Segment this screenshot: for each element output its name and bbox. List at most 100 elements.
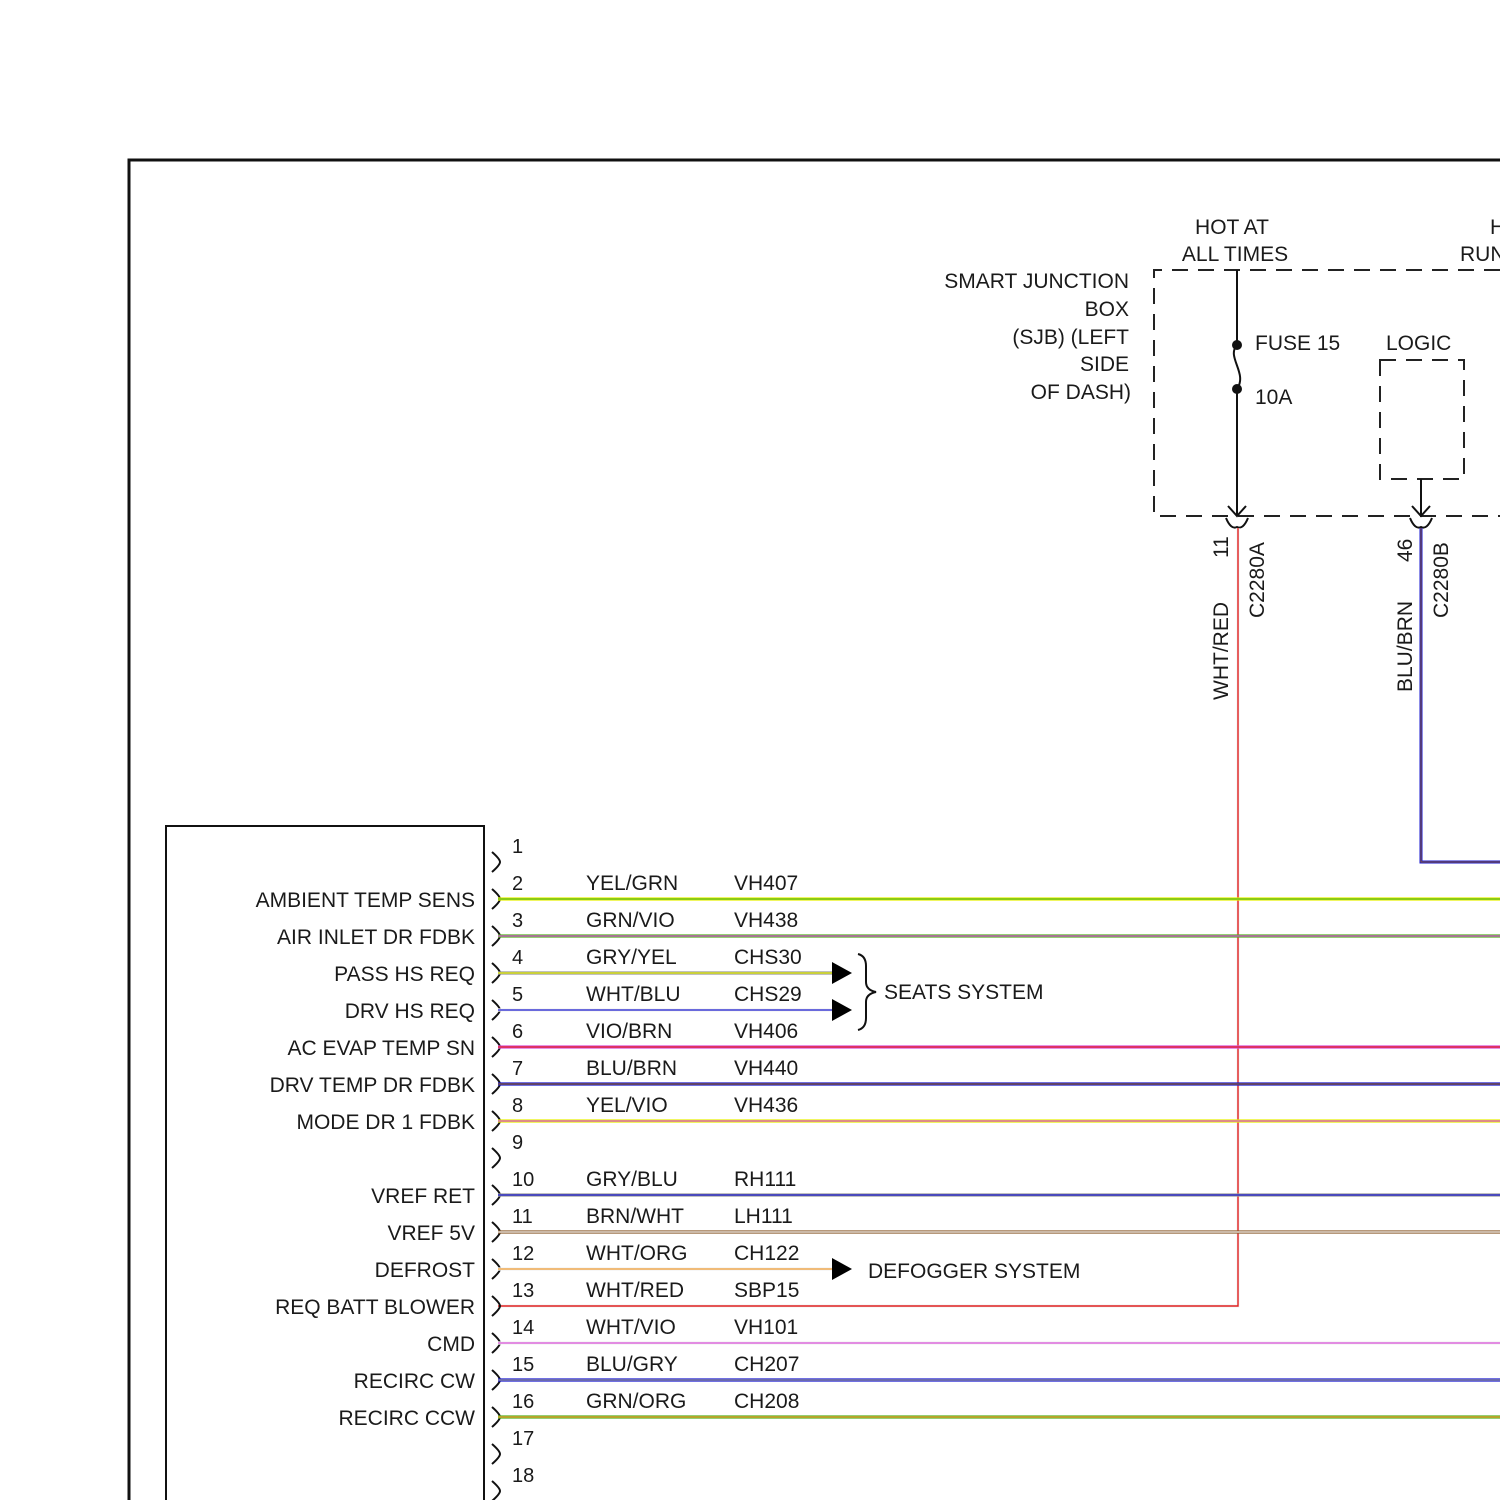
- pin-number: 6: [512, 1021, 523, 1043]
- pin-label: AIR INLET DR FDBK: [277, 926, 475, 949]
- connector-a-pin: 11: [1210, 536, 1233, 558]
- wire-color-code: BLU/GRY: [586, 1353, 678, 1376]
- connector-b-wire-color: BLU/BRN: [1394, 601, 1417, 692]
- pin-number: 12: [512, 1243, 534, 1265]
- defogger-system-label: DEFOGGER SYSTEM: [868, 1260, 1080, 1283]
- wire-color-code: WHT/VIO: [586, 1316, 676, 1339]
- pin-number: 13: [512, 1280, 534, 1302]
- connector-c2280a-symbol: [1226, 518, 1248, 528]
- sjb-label-line: OF DASH): [1031, 381, 1131, 404]
- module-pin-row: 12DEFROSTWHT/ORGCH122: [375, 1242, 852, 1282]
- sjb-label-line: SMART JUNCTION: [944, 270, 1129, 293]
- pin-number: 4: [512, 947, 523, 969]
- wire-color-code: WHT/RED: [586, 1279, 684, 1302]
- connector-a-name: C2280A: [1246, 542, 1269, 618]
- connector-a-wire-color: WHT/RED: [1210, 602, 1233, 700]
- sjb-label: SMART JUNCTION BOX (SJB) (LEFT SIDE OF D…: [944, 270, 1131, 404]
- circuit-number: VH407: [734, 872, 798, 895]
- pin-label: VREF 5V: [387, 1222, 475, 1245]
- logic-label: LOGIC: [1386, 332, 1451, 355]
- module-pin-row: 18: [492, 1465, 534, 1500]
- pin-number: 16: [512, 1391, 534, 1413]
- hot-at-label-line1: HOT AT: [1195, 216, 1269, 239]
- pin-number: 5: [512, 984, 523, 1006]
- module-pin-row: 1: [492, 836, 523, 872]
- hot-at-label-line2: ALL TIMES: [1182, 243, 1288, 266]
- pin-number: 18: [512, 1465, 534, 1487]
- pin-number: 9: [512, 1132, 523, 1154]
- pin-cavity-symbol: [492, 1444, 500, 1464]
- pin-number: 17: [512, 1428, 534, 1450]
- module-pin-row: 17: [492, 1428, 534, 1464]
- wire-color-code: BRN/WHT: [586, 1205, 684, 1228]
- pin-label: DRV HS REQ: [345, 1000, 475, 1023]
- arrow-icon: [832, 999, 852, 1021]
- hot-run-label-line2: RUN: [1460, 243, 1500, 266]
- wire-color-code: WHT/ORG: [586, 1242, 687, 1265]
- fuse-rating: 10A: [1255, 386, 1292, 409]
- wire-color-code: YEL/GRN: [586, 872, 678, 895]
- circuit-number: VH438: [734, 909, 798, 932]
- fuse-label: FUSE 15: [1255, 332, 1340, 355]
- circuit-number: CH208: [734, 1390, 799, 1413]
- pin-label: RECIRC CW: [354, 1370, 476, 1393]
- pin-label: REQ BATT BLOWER: [275, 1296, 475, 1319]
- pin-label: MODE DR 1 FDBK: [296, 1111, 475, 1134]
- wire-color-code: GRN/VIO: [586, 909, 675, 932]
- wire-color-code: GRY/YEL: [586, 946, 677, 969]
- pin-cavity-symbol: [492, 1148, 500, 1168]
- seats-system-label: SEATS SYSTEM: [884, 981, 1043, 1004]
- pin-number: 7: [512, 1058, 523, 1080]
- fuse-15: [1228, 270, 1246, 516]
- connector-c2280b-symbol: [1410, 518, 1432, 528]
- pin-cavity-symbol: [492, 852, 500, 872]
- wire-color-code: GRY/BLU: [586, 1168, 678, 1191]
- arrow-icon: [832, 1258, 852, 1280]
- pin-label: AC EVAP TEMP SN: [287, 1037, 475, 1060]
- pin-cavity-symbol: [492, 1481, 500, 1500]
- circuit-number: CH207: [734, 1353, 799, 1376]
- pin-number: 1: [512, 836, 523, 858]
- circuit-number: VH440: [734, 1057, 798, 1080]
- circuit-number: VH406: [734, 1020, 798, 1043]
- wire-color-code: WHT/BLU: [586, 983, 681, 1006]
- connector-b-pin: 46: [1394, 539, 1417, 562]
- pin-number: 2: [512, 873, 523, 895]
- circuit-number: RH111: [734, 1168, 796, 1191]
- pin-label: CMD: [427, 1333, 475, 1356]
- sjb-label-line: BOX: [1085, 298, 1129, 321]
- circuit-number: CHS30: [734, 946, 802, 969]
- module-pin-row: 10VREF RETGRY/BLURH111: [371, 1168, 1500, 1208]
- logic-box: [1380, 360, 1464, 479]
- hot-run-label-line1: H: [1490, 216, 1500, 239]
- module-pin-row: 9: [492, 1132, 523, 1168]
- logic-output: [1412, 479, 1430, 516]
- pin-number: 15: [512, 1354, 534, 1376]
- connector-b-name: C2280B: [1430, 542, 1453, 618]
- wire-color-code: BLU/BRN: [586, 1057, 677, 1080]
- pin-label: DRV TEMP DR FDBK: [270, 1074, 475, 1097]
- circuit-number: LH111: [734, 1205, 793, 1228]
- pin-label: PASS HS REQ: [334, 963, 475, 986]
- sjb-label-line: SIDE: [1080, 353, 1129, 376]
- pin-number: 3: [512, 910, 523, 932]
- circuit-number: SBP15: [734, 1279, 799, 1302]
- wire-color-code: YEL/VIO: [586, 1094, 668, 1117]
- arrow-icon: [832, 962, 852, 984]
- circuit-number: VH101: [734, 1316, 798, 1339]
- pin-number: 14: [512, 1317, 534, 1339]
- circuit-number: VH436: [734, 1094, 798, 1117]
- pin-label: VREF RET: [371, 1185, 475, 1208]
